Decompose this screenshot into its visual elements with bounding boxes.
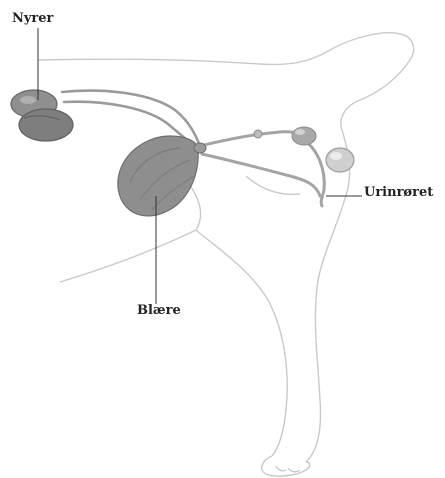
kidneys-label: Nyrer (12, 12, 53, 25)
kidney-highlight (20, 96, 36, 104)
lower-gland (326, 148, 354, 172)
leader-lines (38, 28, 362, 304)
belly-line (60, 230, 196, 282)
hind-leg-front (196, 230, 287, 456)
paw-toe-1 (276, 466, 286, 471)
hind-leg-rear (306, 130, 350, 462)
kidney-bottom (19, 109, 73, 141)
tail-curve (341, 34, 414, 130)
bladder-neck (194, 143, 206, 153)
tract-node (254, 130, 262, 138)
tract-down (304, 140, 324, 206)
urethra-label: Urinrøret (364, 186, 433, 199)
bladder (118, 136, 206, 216)
tract-lower (202, 154, 320, 196)
lower-gland-highlight (330, 152, 342, 160)
paw-toe-2 (288, 468, 300, 472)
back-line (38, 33, 400, 65)
tract-upper (200, 132, 300, 146)
upper-gland (292, 127, 316, 145)
paw-outline (262, 456, 310, 476)
bladder-label: Blære (137, 304, 181, 317)
upper-gland-highlight (295, 129, 305, 135)
kidneys (11, 90, 73, 141)
body-outline (38, 33, 414, 476)
thigh-line (246, 176, 300, 194)
